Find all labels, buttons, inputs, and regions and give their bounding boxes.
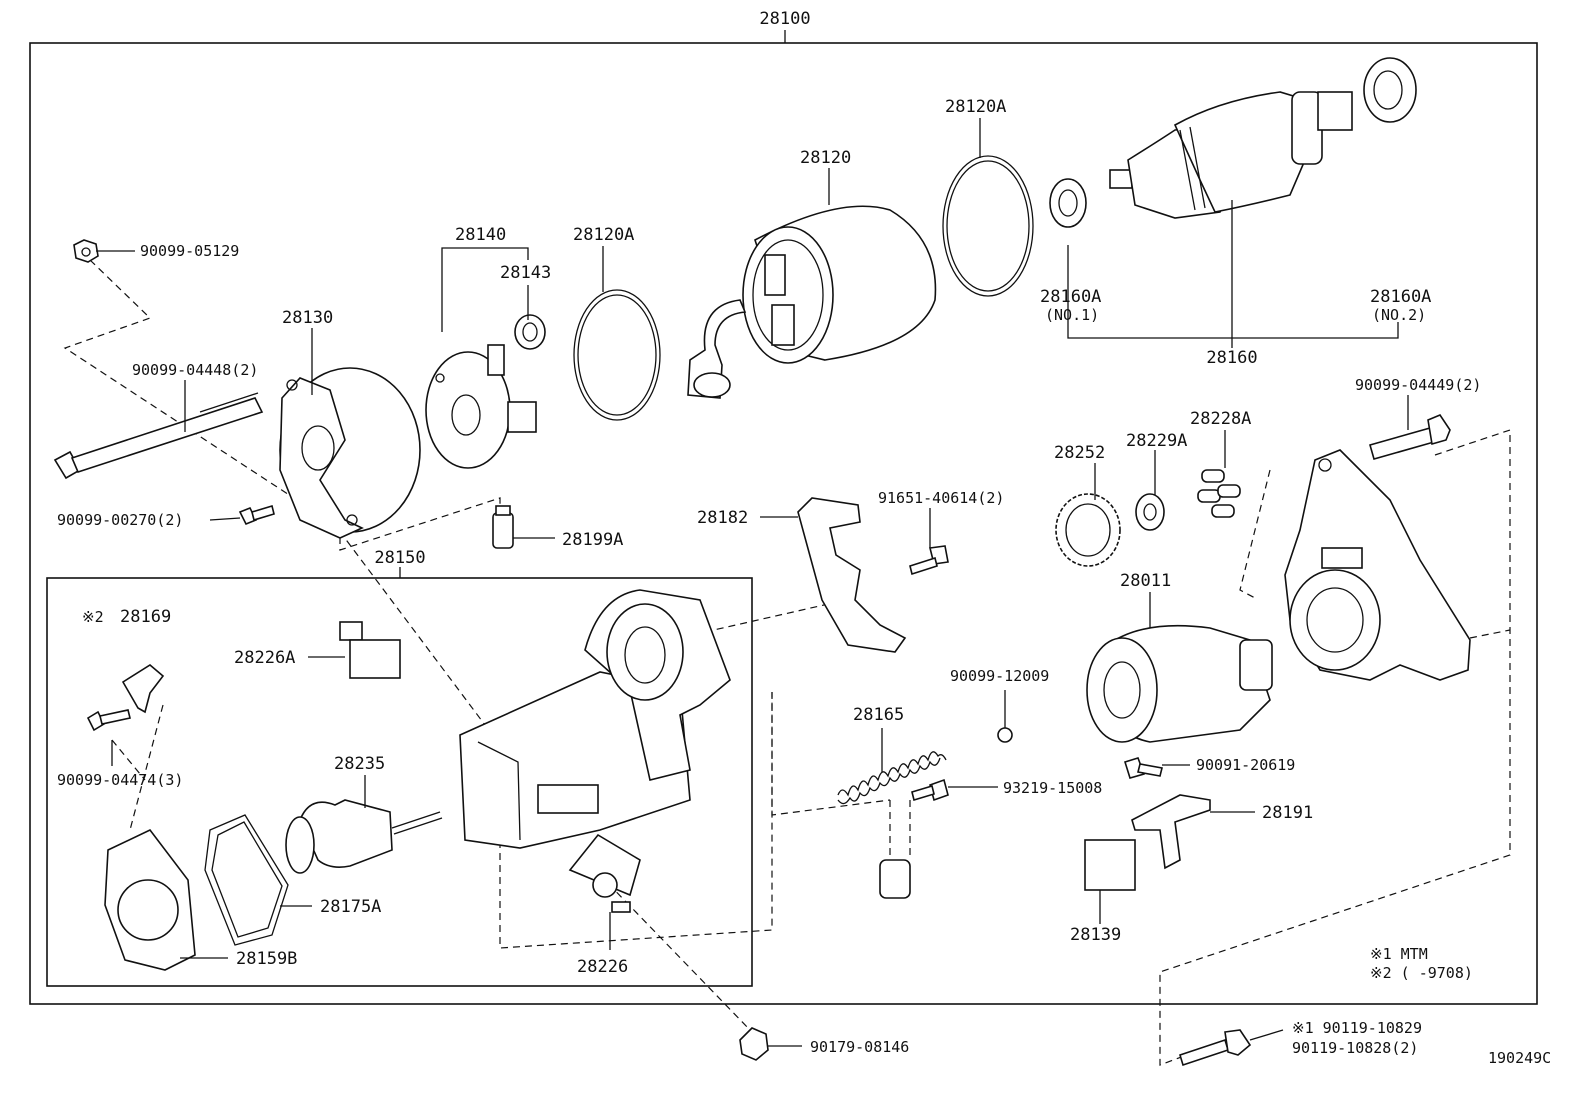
- label-spring: 28165: [853, 705, 904, 725]
- label-bracket-cover: 28130: [282, 308, 333, 328]
- label-retainer-mark: ※2: [82, 608, 104, 626]
- label-note1: ※1 MTM: [1370, 945, 1428, 963]
- ball-icon: [997, 727, 1013, 743]
- label-bolt-frame: 90099-04449(2): [1355, 376, 1481, 394]
- housing-icon: [459, 589, 731, 849]
- label-oring-front: 28120A: [573, 225, 634, 245]
- label-nut-bottom: 90179-08146: [810, 1038, 909, 1056]
- label-armature: 28160: [1206, 348, 1257, 368]
- oring-front-icon: [573, 289, 661, 421]
- bracket-small-icon: [1131, 794, 1211, 870]
- label-yoke: 28120: [800, 148, 851, 168]
- label-brush: 28143: [500, 263, 551, 283]
- brush-holder-icon: [425, 344, 537, 469]
- yoke-icon: [687, 205, 937, 399]
- leader-lines: [96, 118, 1409, 1047]
- bracket-cover-icon: [279, 367, 421, 539]
- label-through-bolt: 90099-04448(2): [132, 361, 258, 379]
- nut-icon: [73, 239, 99, 263]
- oring-front-inner: [577, 294, 657, 416]
- plunger-icon: [285, 799, 443, 874]
- gear-icon: [1055, 493, 1121, 567]
- assembly-frame: [29, 42, 1538, 1005]
- spring-icon: [837, 751, 947, 805]
- bearing-no1-icon: [1049, 178, 1087, 228]
- terminal-a-icon: [339, 621, 401, 679]
- label-housing: 28150: [374, 548, 425, 568]
- brush-icon: [514, 314, 546, 350]
- lead-wire-icon: [879, 825, 1136, 899]
- label-bearing2: 28160A: [1370, 287, 1431, 307]
- label-bolt1: ※1 90119-10829: [1292, 1019, 1422, 1037]
- label-ball: 90099-12009: [950, 667, 1049, 685]
- screw-retainer-icon: [86, 709, 131, 732]
- label-screw-retainer: 90099-04474(3): [57, 771, 183, 789]
- label-bearing2-note: (NO.2): [1372, 306, 1426, 324]
- label-nut-top: 90099-05129: [140, 242, 239, 260]
- label-oring-rear: 28120A: [945, 97, 1006, 117]
- armature-icon: [1109, 91, 1353, 219]
- label-cover: 28159B: [236, 949, 297, 969]
- rollers-icon: [1197, 469, 1241, 518]
- label-bolt-clutch: 90091-20619: [1196, 756, 1295, 774]
- cover-icon: [104, 828, 196, 971]
- label-terminal: 28226: [577, 957, 628, 977]
- label-screw-lever: 91651-40614(2): [878, 489, 1004, 507]
- label-screw-cover: 90099-00270(2): [57, 511, 183, 529]
- label-terminal-a: 28226A: [234, 648, 295, 668]
- label-lead-wire: 28139: [1070, 925, 1121, 945]
- label-brush-holder: 28140: [455, 225, 506, 245]
- label-lever: 28182: [697, 508, 748, 528]
- screw-small-icon: [911, 778, 949, 802]
- label-plug: 28199A: [562, 530, 623, 550]
- drive-end-frame-icon: [1284, 449, 1471, 681]
- label-plunger: 28235: [334, 754, 385, 774]
- part-labels: 28100 90099-05129 90099-04448(2) 28130 9…: [57, 9, 1551, 1067]
- bolt-bottom-icon: [1179, 1029, 1252, 1067]
- label-gear: 28252: [1054, 443, 1105, 463]
- bearing-no2-icon: [1363, 57, 1417, 123]
- clutch-icon: [1086, 624, 1273, 743]
- label-diagram-id: 190249C: [1488, 1049, 1551, 1067]
- through-bolt-icon: [53, 392, 264, 480]
- bolt-clutch-icon: [1123, 757, 1163, 779]
- screw-icon: [238, 504, 275, 526]
- terminal-icon: [568, 833, 641, 913]
- label-note2: ※2 ( -9708): [1370, 964, 1473, 982]
- label-assembly: 28100: [759, 9, 810, 29]
- label-bolt2: 90119-10828(2): [1292, 1039, 1418, 1057]
- nut-bottom-icon: [739, 1027, 769, 1061]
- gasket-icon: [204, 814, 289, 946]
- label-gasket: 28175A: [320, 897, 381, 917]
- label-retainer-gear: 28229A: [1126, 431, 1187, 451]
- screw-lever-icon: [909, 545, 949, 576]
- label-bearing1-note: (NO.1): [1045, 306, 1099, 324]
- label-retainer: 28169: [120, 607, 171, 627]
- lever-icon: [797, 497, 907, 653]
- retainer-gear-icon: [1135, 493, 1165, 531]
- oring-rear-icon: [942, 155, 1034, 297]
- retainer-icon: [121, 664, 165, 714]
- plug-icon: [492, 505, 514, 549]
- label-bearing1: 28160A: [1040, 287, 1101, 307]
- label-clutch: 28011: [1120, 571, 1171, 591]
- label-rollers: 28228A: [1190, 409, 1251, 429]
- label-bracket-small: 28191: [1262, 803, 1313, 823]
- bolt-frame-icon: [1369, 414, 1451, 460]
- label-screw-small: 93219-15008: [1003, 779, 1102, 797]
